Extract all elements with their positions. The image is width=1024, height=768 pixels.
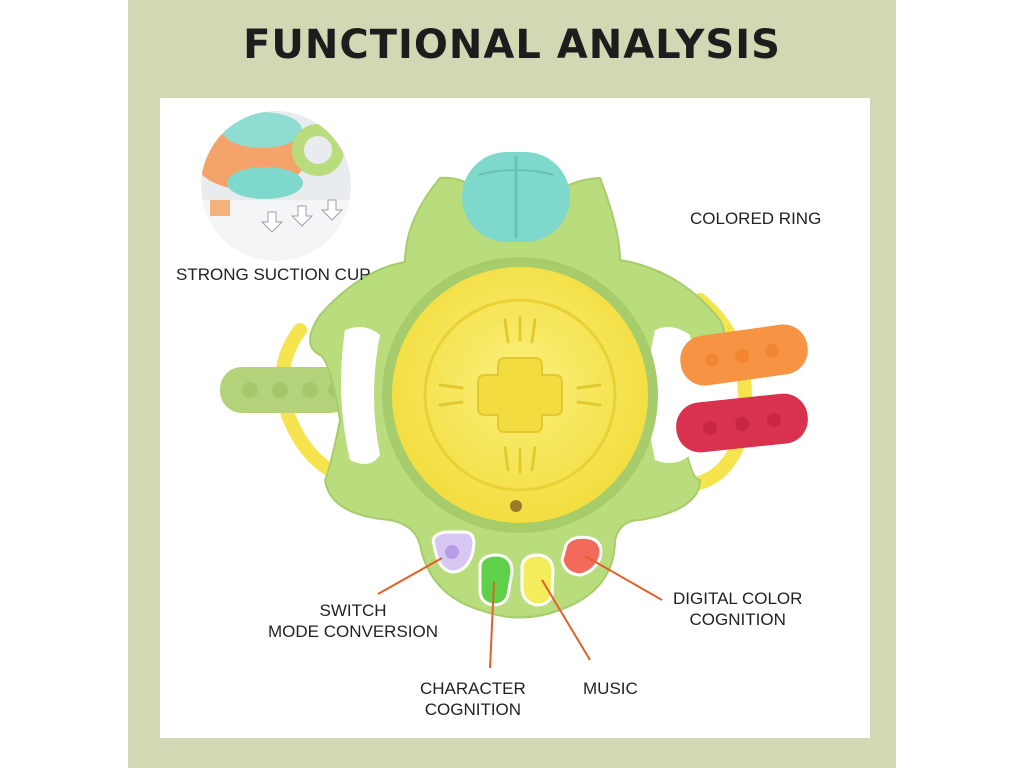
center-dial [382, 257, 658, 533]
character-cognition-button [478, 553, 514, 607]
label-colored-ring: COLORED RING [690, 209, 822, 228]
label-music: MUSIC [583, 679, 638, 698]
digital-color-button [560, 535, 603, 577]
music-button [520, 553, 555, 607]
teal-top-button [462, 152, 570, 242]
suction-cup-inset-image [201, 111, 351, 261]
left-teether-ring [220, 323, 352, 477]
label-switch-mode-conversion: SWITCH MODE CONVERSION [268, 601, 439, 641]
switch-mode-button [431, 530, 476, 574]
colored-ring-orange [680, 324, 808, 386]
label-digital-color-cognition: DIGITAL COLOR COGNITION [673, 589, 803, 629]
leader-lines [377, 555, 663, 669]
label-strong-suction-cup: STRONG SUCTION CUP [176, 265, 371, 284]
label-character-cognition: CHARACTER COGNITION [420, 679, 526, 719]
page-title: FUNCTIONAL ANALYSIS [243, 22, 781, 68]
colored-ring-red [676, 393, 808, 453]
